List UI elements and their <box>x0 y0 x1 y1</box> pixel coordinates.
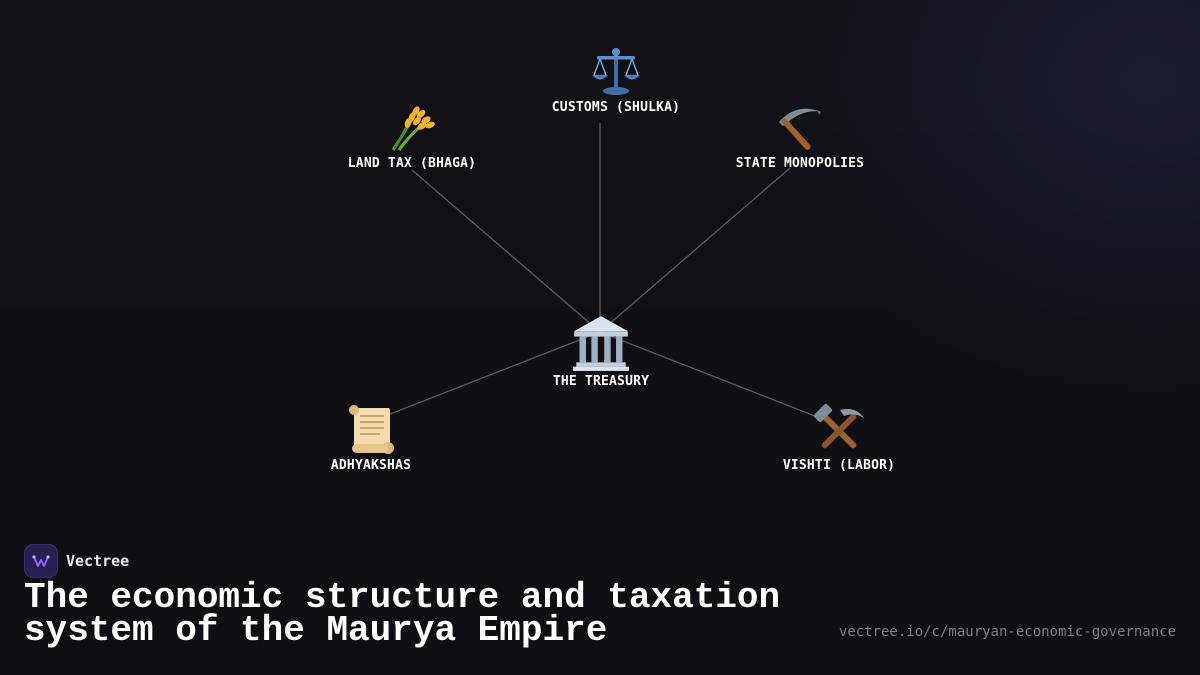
scroll-icon <box>349 405 394 454</box>
node-adhyakshas[interactable]: ADHYAKSHAS <box>251 402 491 473</box>
node-label: CUSTOMS (SHULKA) <box>551 100 681 115</box>
hammer-and-pick-icon <box>813 403 864 449</box>
page-title: The economic structure and taxation syst… <box>24 577 824 651</box>
node-label: THE TREASURY <box>552 374 650 389</box>
brand[interactable]: Vectree <box>24 544 129 578</box>
node-label: ADHYAKSHAS <box>330 458 412 473</box>
classical-building-icon <box>573 316 629 371</box>
balance-scale-icon <box>592 48 640 95</box>
source-url[interactable]: vectree.io/c/mauryan-economic-governance <box>838 624 1176 640</box>
sheaf-of-rice-icon <box>391 106 435 151</box>
brand-name: Vectree <box>66 552 130 570</box>
node-label: VISHTI (LABOR) <box>782 458 896 473</box>
node-label: STATE MONOPOLIES <box>735 156 865 171</box>
node-customs[interactable]: CUSTOMS (SHULKA) <box>496 44 736 115</box>
node-monopolies[interactable]: STATE MONOPOLIES <box>680 100 920 171</box>
node-label: LAND TAX (BHAGA) <box>347 156 477 171</box>
link-monopolies <box>599 167 791 333</box>
link-land-tax <box>411 169 601 333</box>
node-vishti[interactable]: VISHTI (LABOR) <box>719 402 959 473</box>
title-line-1: The economic structure and taxation <box>24 577 781 618</box>
title-line-2: system of the Maurya Empire <box>24 610 608 651</box>
node-treasury[interactable]: THE TREASURY <box>481 314 721 389</box>
node-land-tax[interactable]: LAND TAX (BHAGA) <box>292 100 532 171</box>
link-adhyakshas <box>379 331 601 419</box>
pick-icon <box>779 108 821 150</box>
link-vishti <box>599 331 821 419</box>
vectree-logo-icon <box>24 544 58 578</box>
